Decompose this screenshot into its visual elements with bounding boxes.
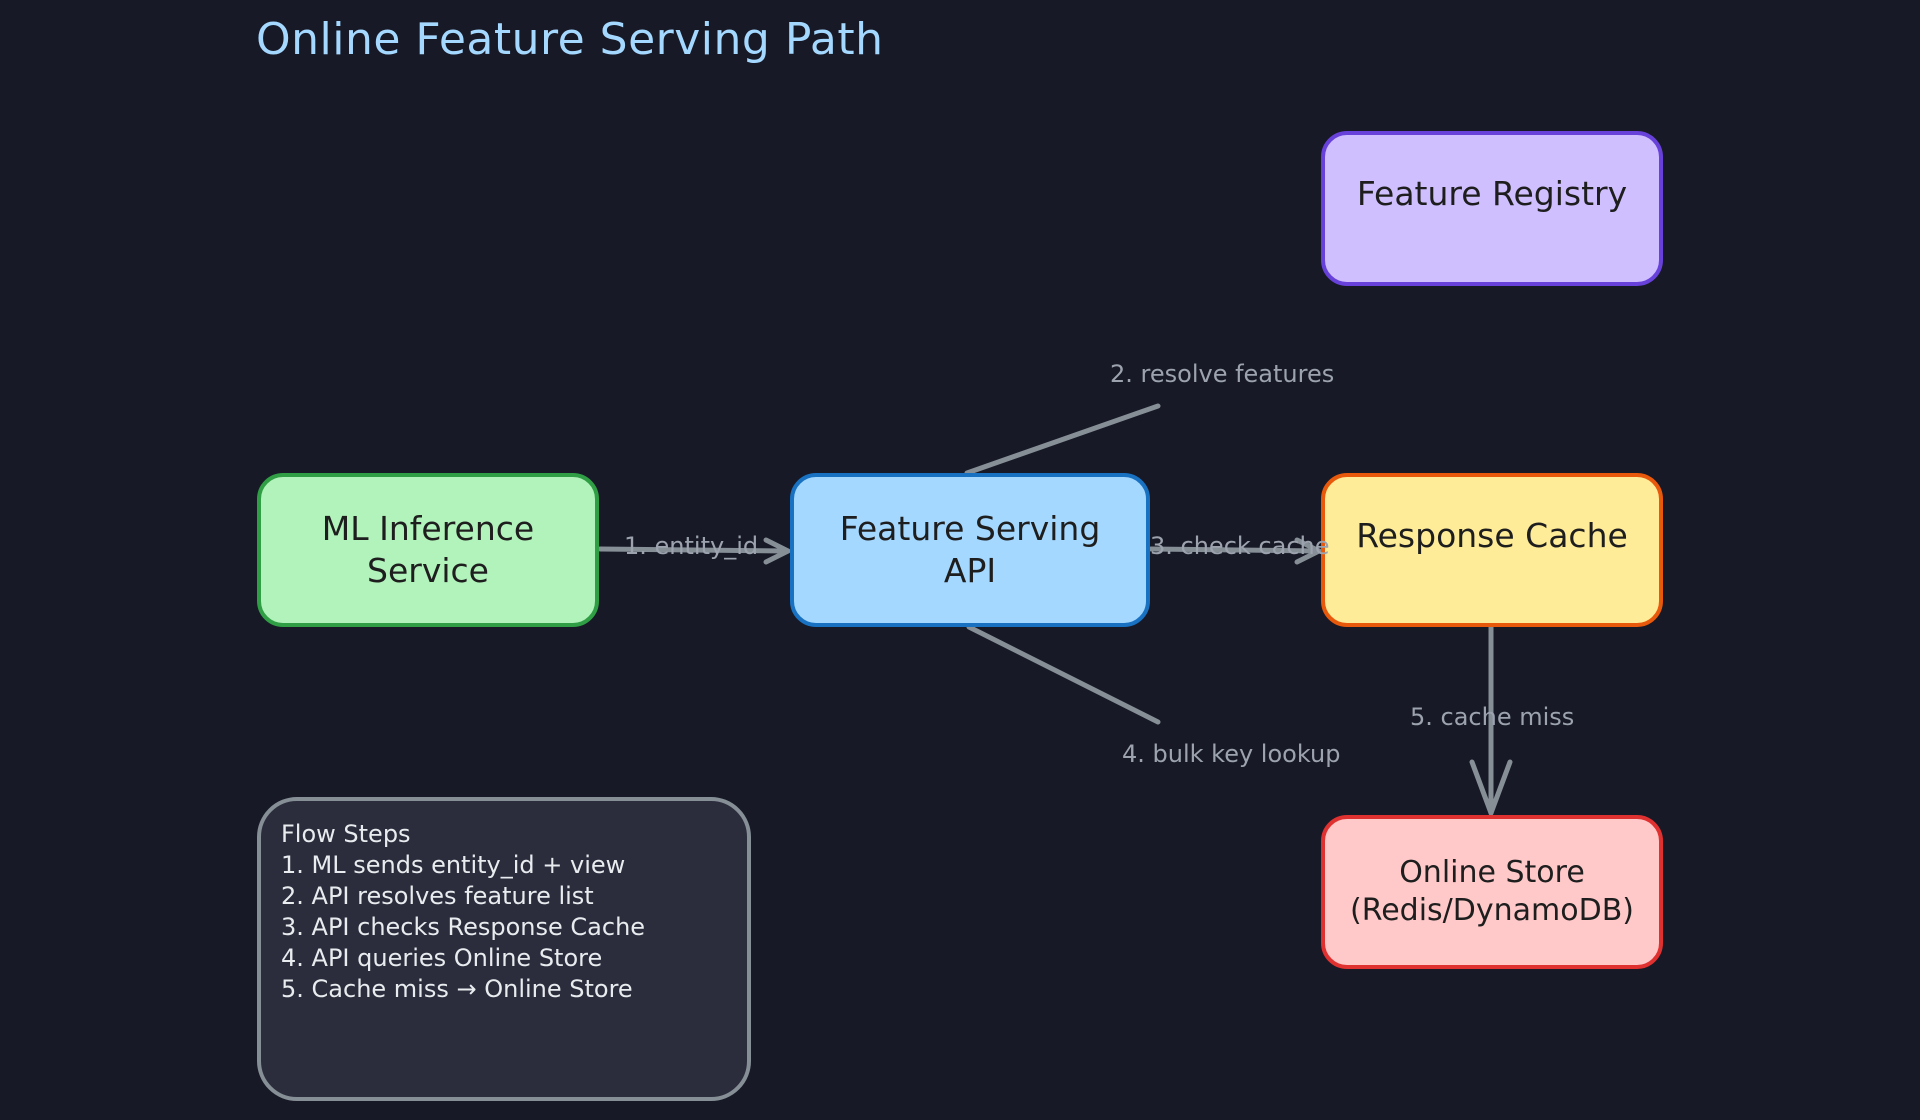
feature-registry-label: Feature Registry [1356, 174, 1628, 213]
edge-cache-miss-arrowhead [1469, 759, 1513, 816]
edge-label-bulk-key-lookup: 4. bulk key lookup [1122, 740, 1341, 768]
edge-resolve-features [964, 403, 1161, 476]
edge-entity-id [597, 546, 791, 554]
online-store-label-line-2: (Redis/DynamoDB) [1350, 893, 1634, 928]
ml-inference-service-node[interactable]: ML Inference Service [257, 473, 599, 627]
response-cache-label: Response Cache [1356, 516, 1628, 555]
edge-label-entity-id: 1. entity_id [624, 532, 759, 560]
feature-registry-node[interactable]: Feature Registry [1321, 131, 1663, 286]
edge-check-cache-arrowhead [1294, 537, 1322, 565]
flow-steps-heading: Flow Steps [281, 820, 411, 848]
feature-serving-api-label-line-1: Feature Serving [839, 508, 1101, 548]
edge-label-check-cache: 3. check cache [1150, 532, 1330, 560]
page-title: Online Feature Serving Path [256, 14, 884, 65]
edge-label-resolve-features: 2. resolve features [1110, 360, 1335, 388]
ml-inference-label-line-1: ML Inference [321, 508, 535, 548]
edge-check-cache [1148, 546, 1322, 554]
flow-step-item: 3. API checks Response Cache [281, 913, 646, 941]
online-store-label-line-1: Online Store [1399, 854, 1585, 890]
flow-step-item: 1. ML sends entity_id + view [281, 851, 626, 879]
flow-step-item: 2. API resolves feature list [281, 882, 594, 910]
edge-label-cache-miss: 5. cache miss [1410, 703, 1575, 731]
feature-serving-api-node[interactable]: Feature Serving API [790, 473, 1150, 627]
edge-entity-id-arrowhead [763, 537, 791, 565]
flow-step-item: 4. API queries Online Store [281, 944, 603, 972]
online-store-node[interactable]: Online Store (Redis/DynamoDB) [1321, 815, 1663, 969]
flow-step-item: 5. Cache miss → Online Store [281, 975, 633, 1003]
feature-serving-api-label-line-2: API [943, 551, 997, 590]
flow-steps-panel: Flow Steps 1. ML sends entity_id + view … [257, 797, 751, 1101]
edge-bulk-key-lookup [966, 624, 1161, 725]
ml-inference-label-line-2: Service [367, 551, 489, 590]
response-cache-node[interactable]: Response Cache [1321, 473, 1663, 627]
